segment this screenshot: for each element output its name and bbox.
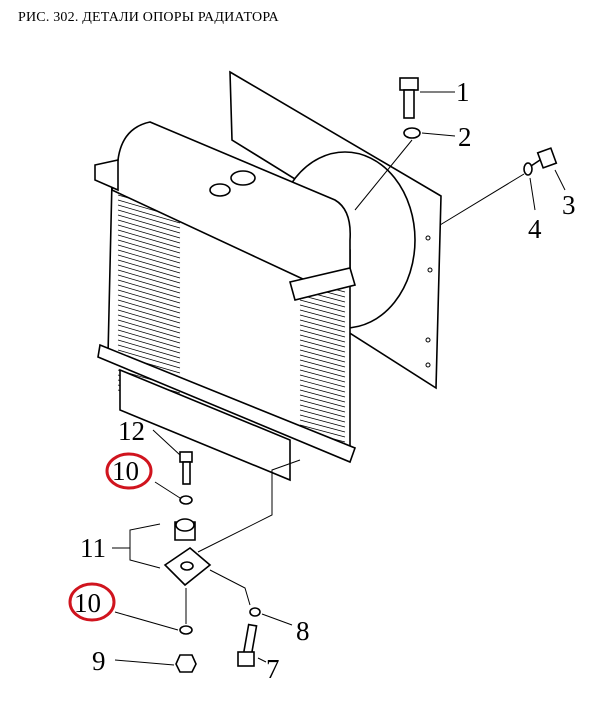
radiator-fin [117,209,181,229]
radiator-fin [117,294,181,314]
radiator-fin [117,324,181,344]
radiator-fin [299,304,346,318]
mount-11 [112,459,301,606]
radiator-fin [299,349,346,363]
callout-11: 11 [80,533,106,563]
washer-10-lower [114,588,193,635]
callout-8: 8 [296,616,310,646]
radiator-fin [117,349,181,369]
nut-9 [114,654,197,673]
radiator-fin [117,334,181,354]
radiator-fin [299,384,346,398]
radiator-fin [117,309,181,329]
highlight-circle-10-lower [68,582,116,622]
radiator-fin [117,304,181,324]
callout-2: 2 [458,122,472,152]
radiator-fin [117,289,181,309]
radiator-fin [117,299,181,319]
radiator-fin [299,404,346,418]
radiator-fin [117,329,181,349]
radiator-fin [299,359,346,373]
radiator-fin [299,309,346,323]
radiator-fin [299,314,346,328]
radiator-fin [299,424,346,438]
radiator-fin [117,339,181,359]
radiator-fin [299,344,346,358]
washer-2 [354,127,456,211]
radiator-fin [117,319,181,339]
callout-10-upper: 10 [112,456,139,486]
radiator-fin [117,234,181,254]
bolt-7 [237,623,267,667]
radiator-fin [117,254,181,274]
radiator-fin [299,329,346,343]
callout-4: 4 [528,214,542,244]
radiator-fin [299,419,346,433]
radiator-fin [117,344,181,364]
radiator-fin [117,274,181,294]
callout-7: 7 [266,654,280,684]
bolt-12 [152,429,193,485]
radiator-fin [117,259,181,279]
radiator-fin [117,204,181,224]
radiator-fin [117,214,181,234]
callout-1: 1 [456,77,470,107]
radiator-fin [299,319,346,333]
bolt-1 [399,77,455,119]
callout-9: 9 [92,646,106,676]
radiator-fin [117,229,181,249]
radiator-fin [299,394,346,408]
radiator-fin [299,334,346,348]
radiator-fin [299,339,346,353]
callout-10-lower: 10 [74,588,101,618]
highlight-circle-10-upper [105,452,153,490]
radiator-fin [299,374,346,388]
radiator-fin [299,364,346,378]
radiator-fin [117,244,181,264]
washer-8 [249,607,293,626]
callout-3: 3 [562,190,576,220]
radiator-fin [117,264,181,284]
radiator-fin [117,239,181,259]
bolt-3-washer-4 [439,147,566,226]
radiator-fin [299,354,346,368]
radiator-fin [117,314,181,334]
radiator-fin [299,379,346,393]
radiator-upper-tank [94,121,357,301]
washer-10-upper [154,481,193,505]
radiator-fin [117,249,181,269]
radiator-fin [299,399,346,413]
radiator-fin [117,224,181,244]
radiator-fin [117,219,181,239]
radiator-fin [117,284,181,304]
radiator-fin [299,324,346,338]
radiator-fin [299,369,346,383]
radiator-fin [299,299,346,313]
figure-title: РИС. 302. ДЕТАЛИ ОПОРЫ РАДИАТОРА [18,10,279,25]
radiator-fin [299,414,346,428]
radiator-fin [117,279,181,299]
callout-12: 12 [118,416,145,446]
radiator-fin [299,409,346,423]
radiator-fin [299,389,346,403]
radiator-fin [117,269,181,289]
